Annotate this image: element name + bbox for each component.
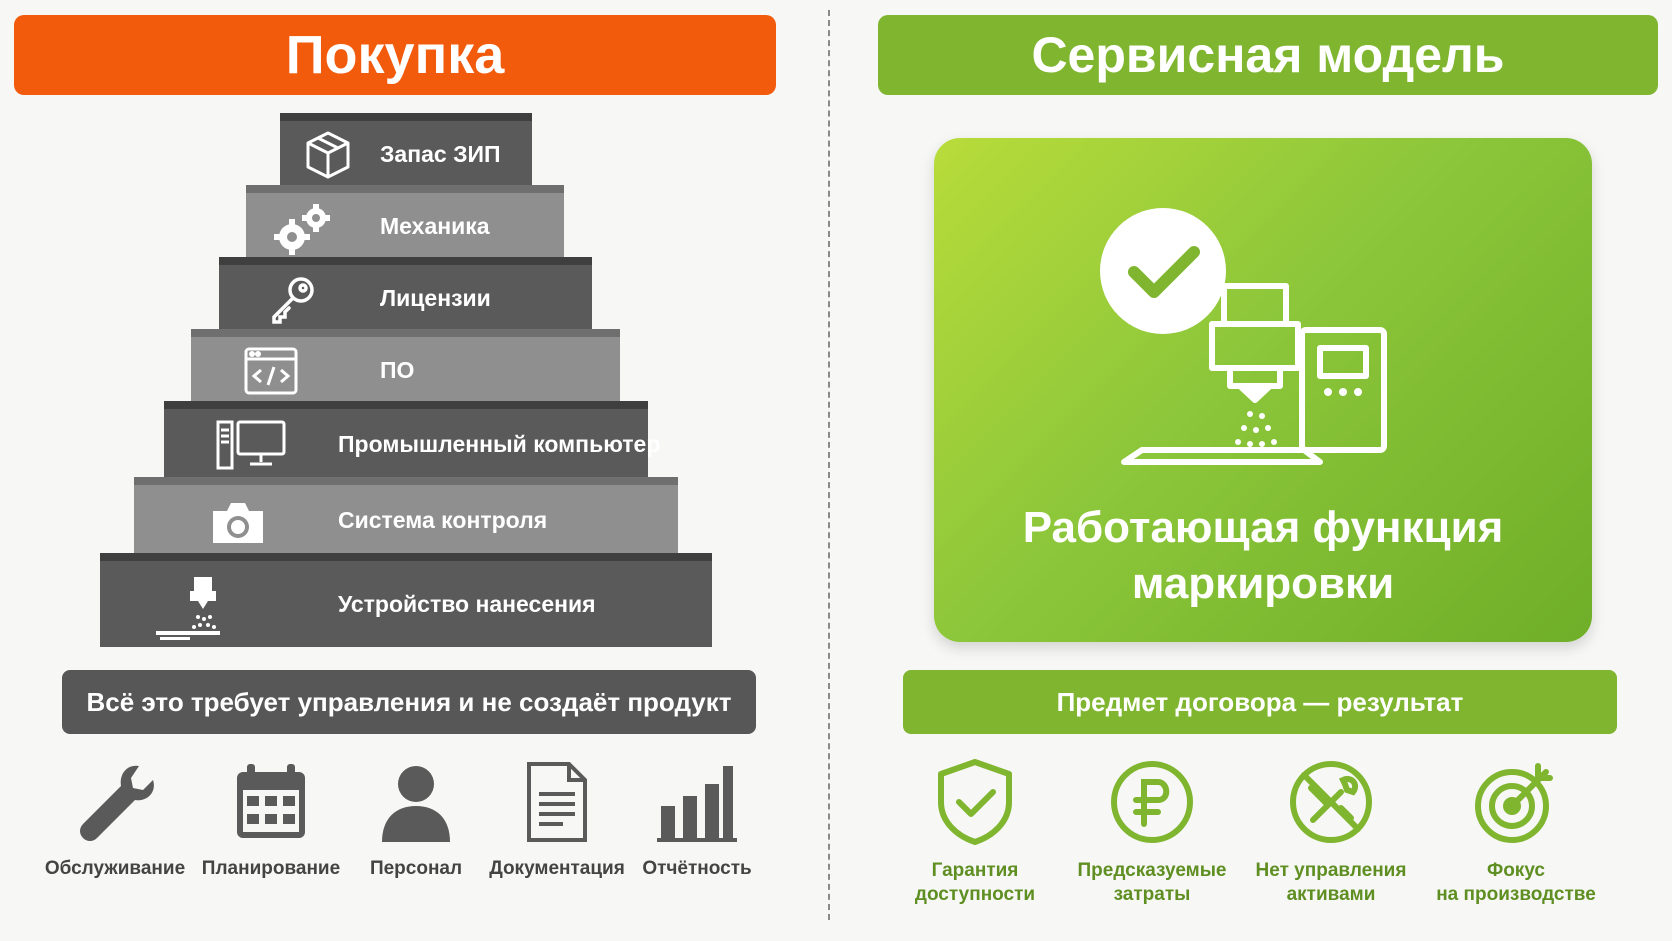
document-icon <box>515 760 599 849</box>
pyramid-label: Система контроля <box>338 506 548 533</box>
calendar-icon <box>229 760 313 849</box>
label-line2: на производстве <box>1436 884 1596 905</box>
purchase-header-text: Покупка <box>285 25 505 85</box>
shield-check-icon <box>935 758 1015 851</box>
pyramid-label: Устройство нанесения <box>338 590 596 617</box>
code-window-icon <box>243 345 299 397</box>
card-title-line1: Работающая функция <box>1022 503 1504 552</box>
left-summary-banner: Всё это требует управления и не создаёт … <box>62 670 756 734</box>
computer-icon <box>216 417 288 473</box>
purchase-header: Покупка <box>14 15 776 95</box>
center-divider <box>828 10 830 920</box>
key-icon <box>265 271 321 327</box>
bottom-item-availability: Гарантия доступности <box>898 758 1052 907</box>
bottom-item-label: Обслуживание <box>44 858 186 879</box>
label-line2: доступности <box>914 884 1036 905</box>
bottom-item-label: Отчётность <box>642 858 752 879</box>
pyramid-step-inspection: Система контроля <box>134 477 678 555</box>
pyramid-step-mechanics: Механика <box>246 185 564 259</box>
bottom-item-maintenance: Обслуживание <box>40 760 190 881</box>
pyramid-step-licenses: Лицензии <box>219 257 592 331</box>
left-summary-text: Всё это требует управления и не создаёт … <box>86 686 732 717</box>
wrench-icon <box>73 760 157 849</box>
bar-chart-icon <box>655 760 739 849</box>
bottom-item-planning: Планирование <box>196 760 346 881</box>
pyramid-label: ПО <box>380 356 415 383</box>
bottom-item-predictable-costs: Предсказуемые затраты <box>1067 758 1237 907</box>
bottom-item-label: Предсказуемые затраты <box>1078 859 1227 907</box>
service-model-header-text: Сервисная модель <box>1031 27 1505 83</box>
bottom-item-label: Нет управления активами <box>1256 859 1407 907</box>
pyramid-label: Лицензии <box>380 284 491 311</box>
bottom-item-personnel: Персонал <box>341 760 491 881</box>
no-tools-icon <box>1287 758 1375 851</box>
pyramid-step-industrial-pc: Промышленный компьютер <box>164 401 660 479</box>
card-title-line2: маркировки <box>1131 559 1395 608</box>
pyramid-step-spares: Запас ЗИП <box>280 113 532 187</box>
bottom-item-documentation: Документация <box>482 760 632 881</box>
label-line1: Предсказуемые <box>1077 860 1227 881</box>
camera-icon <box>208 497 268 549</box>
card-title: Работающая функция маркировки <box>934 500 1592 612</box>
box-icon <box>300 127 356 183</box>
bottom-item-reporting: Отчётность <box>622 760 772 881</box>
bottom-item-no-asset-management: Нет управления активами <box>1248 758 1414 907</box>
bottom-item-label: Документация <box>489 858 625 879</box>
right-summary-banner: Предмет договора — результат <box>903 670 1617 734</box>
pyramid-label: Промышленный компьютер <box>338 430 661 457</box>
pyramid-label: Механика <box>380 212 490 239</box>
right-summary-text: Предмет договора — результат <box>1056 686 1464 717</box>
pyramid-step-software: ПО <box>191 329 620 403</box>
label-line2: затраты <box>1113 884 1191 905</box>
person-icon <box>374 760 458 849</box>
marking-machine-icon <box>1120 258 1420 468</box>
bottom-item-production-focus: Фокус на производстве <box>1430 758 1602 907</box>
bottom-item-label: Планирование <box>201 858 341 879</box>
target-icon <box>1472 758 1560 851</box>
label-line1: Гарантия <box>931 860 1019 881</box>
service-model-header: Сервисная модель <box>878 15 1658 95</box>
marking-function-card <box>934 138 1592 642</box>
label-line1: Нет управления <box>1255 860 1407 881</box>
bottom-item-label: Персонал <box>369 858 463 879</box>
gears-icon <box>272 201 334 257</box>
ruble-icon <box>1108 758 1196 851</box>
pyramid-label: Запас ЗИП <box>380 140 501 167</box>
pyramid-step-marking-device: Устройство нанесения <box>100 553 712 647</box>
check-circle-icon <box>1100 208 1226 334</box>
bottom-item-label: Гарантия доступности <box>915 859 1035 907</box>
label-line1: Фокус <box>1486 860 1545 881</box>
bottom-item-label: Фокус на производстве <box>1436 859 1596 907</box>
marking-head-icon <box>154 575 222 643</box>
label-line2: активами <box>1286 884 1376 905</box>
